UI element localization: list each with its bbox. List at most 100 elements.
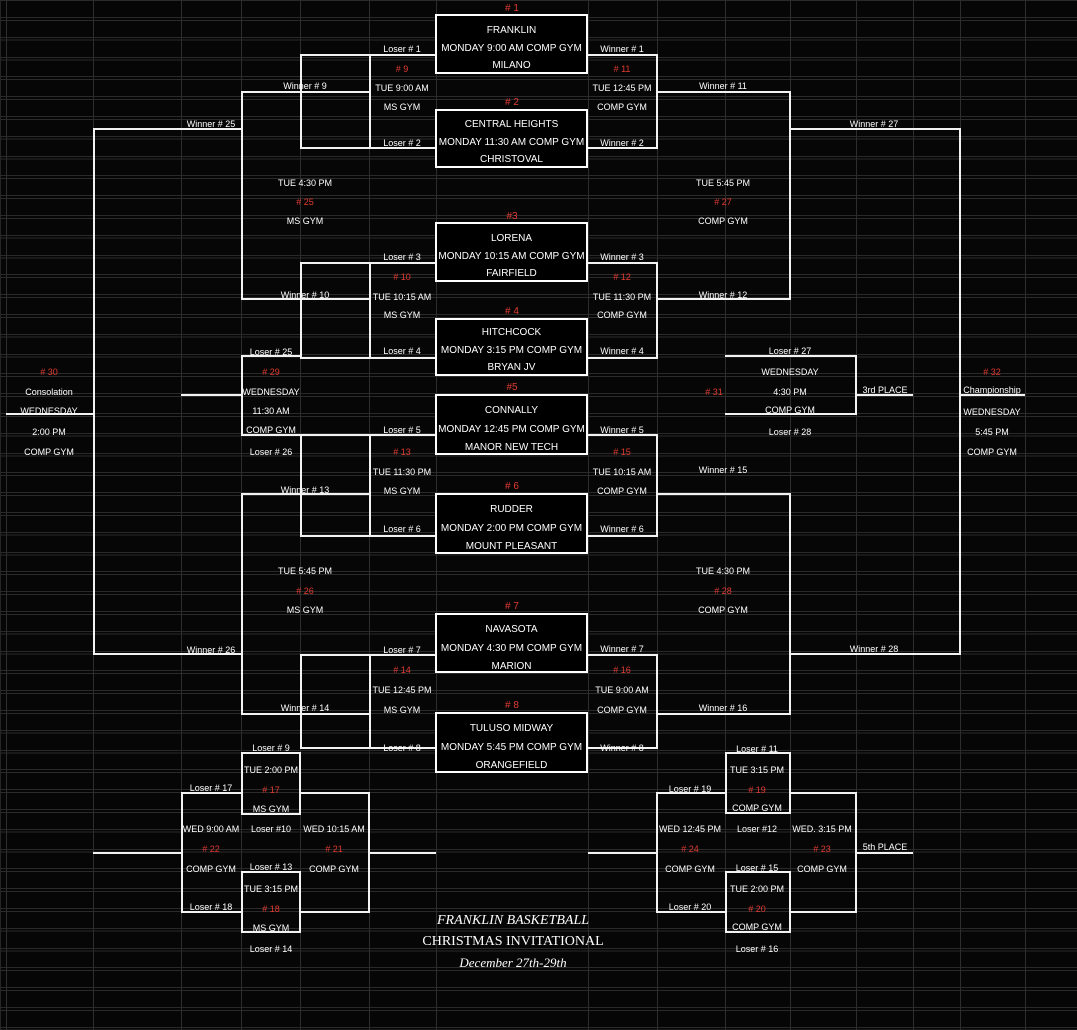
bracket-label: Winner # 12	[698, 290, 748, 300]
bracket-label: 5th PLACE	[862, 842, 908, 852]
bracket-line	[790, 911, 856, 913]
bracket-line	[241, 355, 243, 436]
game-box[interactable]: RUDDER MONDAY 2:00 PM COMP GYM MOUNT PLE…	[435, 493, 588, 554]
bracket-line	[588, 535, 657, 537]
bracket-line	[588, 147, 657, 149]
bracket-label: # 24	[681, 844, 699, 854]
grid-row-line	[0, 571, 1077, 572]
team-name: FRANKLIN	[486, 25, 537, 36]
grid-column-line	[588, 0, 589, 1030]
game-box[interactable]: HITCHCOCK MONDAY 3:15 PM COMP GYM BRYAN …	[435, 318, 588, 376]
bracket-label: WEDNESDAY	[963, 407, 1021, 417]
grid-row-line	[0, 829, 1077, 830]
bracket-line	[300, 147, 436, 149]
bracket-line	[369, 357, 436, 359]
bracket-label: Winner # 11	[699, 81, 747, 91]
game-box[interactable]: LORENA MONDAY 10:15 AM COMP GYM FAIRFIEL…	[435, 222, 588, 282]
grid-row-line	[0, 809, 1077, 810]
game-box[interactable]: CENTRAL HEIGHTS MONDAY 11:30 AM COMP GYM…	[435, 109, 588, 168]
bracket-label: TUE 5:45 PM	[695, 178, 751, 188]
tournament-subtitle: CHRISTMAS INVITATIONAL	[422, 934, 604, 949]
bracket-line	[588, 54, 657, 56]
bracket-line	[790, 792, 856, 794]
bracket-line	[656, 654, 658, 749]
bracket-line	[241, 91, 369, 93]
bracket-line	[656, 792, 658, 913]
bracket-label: Loser # 9	[252, 743, 290, 753]
bracket-label: Winner # 2	[600, 138, 644, 148]
bracket-label: MS GYM	[383, 102, 421, 112]
grid-column-line	[181, 0, 182, 1030]
team-name: RUDDER	[490, 504, 533, 515]
bracket-line	[588, 434, 657, 436]
bracket-label: Winner # 7	[600, 644, 644, 654]
bracket-label: COMP GYM	[597, 705, 647, 715]
bracket-label: 11:30 AM	[252, 406, 290, 416]
game-time: MONDAY 3:15 PM COMP GYM	[440, 345, 583, 356]
bracket-label: COMP GYM	[732, 922, 782, 932]
bracket-line	[789, 871, 791, 933]
bracket-label: TUE 9:00 AM	[375, 83, 429, 93]
bracket-label: TUE 2:00 PM	[243, 765, 299, 775]
bracket-label: Consolation	[25, 387, 73, 397]
bracket-line	[369, 654, 436, 656]
game-box[interactable]: FRANKLIN MONDAY 9:00 AM COMP GYM MILANO	[435, 14, 588, 74]
bracket-label: # 11	[613, 64, 631, 74]
game-number: #5	[506, 382, 518, 393]
team-name: CONNALLY	[484, 405, 539, 416]
bracket-line	[181, 394, 241, 396]
grid-row-line	[0, 195, 1077, 196]
team-name: TULUSO MIDWAY	[469, 723, 554, 734]
bracket-label: # 10	[393, 272, 411, 282]
grid-row-line	[0, 908, 1077, 909]
bracket-line	[789, 493, 791, 715]
grid-row-line	[0, 175, 1077, 176]
bracket-label: Loser # 18	[189, 902, 233, 912]
grid-row-line	[0, 314, 1077, 315]
grid-row-line	[0, 967, 1077, 968]
bracket-label: # 27	[714, 197, 732, 207]
game-box[interactable]: TULUSO MIDWAY MONDAY 5:45 PM COMP GYM OR…	[435, 712, 588, 773]
bracket-label: Loser # 8	[383, 743, 421, 753]
game-number: # 8	[505, 700, 519, 711]
bracket-line	[241, 355, 300, 357]
game-number: # 2	[505, 97, 519, 108]
bracket-label: # 22	[202, 844, 220, 854]
bracket-line	[299, 871, 301, 933]
bracket-line	[300, 535, 436, 537]
bracket-label: # 30	[40, 367, 58, 377]
bracket-label: Loser # 16	[735, 944, 779, 954]
grid-row-line	[0, 76, 1077, 77]
team-name: MANOR NEW TECH	[464, 442, 559, 453]
game-box[interactable]: NAVASOTA MONDAY 4:30 PM COMP GYM MARION	[435, 613, 588, 673]
team-name: MOUNT PLEASANT	[465, 541, 558, 552]
tournament-title: FRANKLIN BASKETBALL	[436, 913, 590, 928]
bracket-line	[369, 54, 371, 149]
grid-row-line	[0, 1007, 1077, 1008]
bracket-label: Loser # 19	[668, 784, 712, 794]
bracket-line	[300, 654, 436, 656]
bracket-line	[588, 357, 657, 359]
game-time: MONDAY 5:45 PM COMP GYM	[440, 742, 583, 753]
bracket-line	[93, 852, 181, 854]
bracket-label: Winner # 9	[283, 81, 327, 91]
bracket-label: COMP GYM	[967, 447, 1017, 457]
game-number: #3	[506, 211, 518, 222]
bracket-label: Winner # 14	[280, 703, 330, 713]
bracket-label: # 32	[983, 367, 1001, 377]
bracket-line	[369, 147, 436, 149]
game-box[interactable]: CONNALLY MONDAY 12:45 PM COMP GYM MANOR …	[435, 394, 588, 455]
bracket-line	[241, 752, 300, 754]
grid-row-line	[0, 789, 1077, 790]
grid-row-line	[0, 849, 1077, 850]
grid-row-line	[0, 215, 1077, 216]
grid-row-line	[0, 710, 1077, 711]
bracket-label: # 14	[393, 665, 411, 675]
bracket-line	[656, 262, 658, 359]
tournament-dates: December 27th-29th	[459, 955, 567, 970]
bracket-label: Loser #10	[250, 824, 292, 834]
bracket-label: MS GYM	[383, 705, 421, 715]
game-time: MONDAY 10:15 AM COMP GYM	[438, 251, 585, 262]
bracket-line	[241, 91, 243, 300]
bracket-line	[657, 298, 790, 300]
